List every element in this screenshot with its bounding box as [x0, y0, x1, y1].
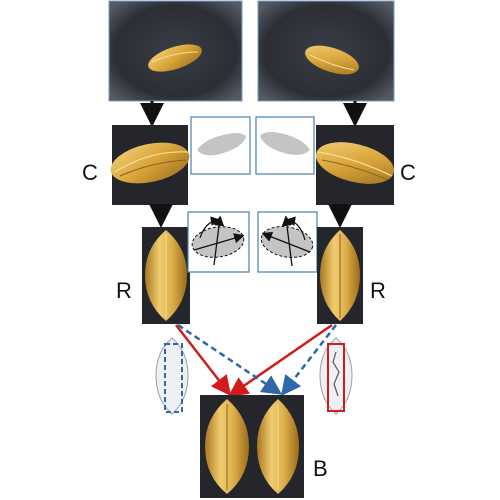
arrow-blue-left: [177, 323, 283, 395]
raw-photo-right: [257, 0, 395, 102]
label-crop-left: C: [82, 160, 98, 185]
silhouette-box-left: [190, 116, 251, 175]
grain-raw-right: [305, 45, 359, 75]
arrow-blue-right: [280, 324, 337, 396]
axis-box-right: [257, 211, 318, 273]
outline-grain-right: [319, 337, 353, 415]
raw-photo-left: [108, 0, 243, 102]
outline-grain-left: [155, 337, 189, 415]
rotated-panel-left: [142, 227, 190, 324]
arrow-red-left: [175, 324, 232, 396]
label-crop-right: C: [400, 160, 416, 185]
silhouette-box-right: [255, 116, 315, 175]
bottom-grain-left: [205, 399, 249, 494]
label-bottom: B: [313, 456, 328, 481]
label-rotate-left: R: [116, 278, 132, 303]
bottom-panel: [200, 395, 304, 498]
bottom-grain-right: [257, 399, 299, 494]
arrow-red-right: [227, 323, 333, 397]
label-rotate-right: R: [370, 278, 386, 303]
rotated-panel-right: [317, 227, 363, 324]
cropped-panel-right: [315, 125, 395, 205]
grain-raw-left: [148, 44, 202, 72]
cropped-panel-left: [110, 125, 190, 205]
axis-box-left: [187, 211, 250, 273]
